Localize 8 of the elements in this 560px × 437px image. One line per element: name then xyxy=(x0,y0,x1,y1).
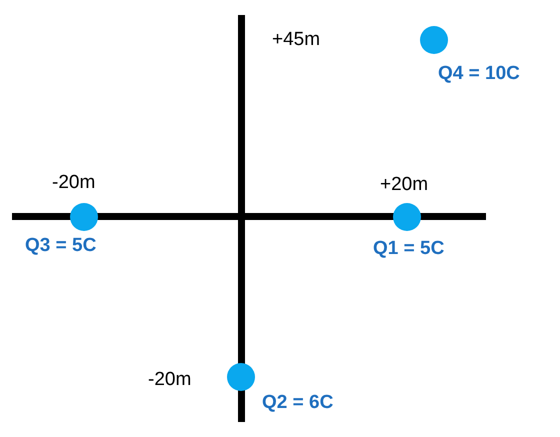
charge-label: Q1 = 5C xyxy=(373,238,444,260)
charge-label: Q4 = 10C xyxy=(438,63,520,85)
distance-label: +20m xyxy=(380,174,428,196)
charge-label: Q2 = 6C xyxy=(262,392,334,414)
charge-label: Q3 = 5C xyxy=(25,235,96,257)
distance-label: -20m xyxy=(148,369,192,391)
distance-label: +45m xyxy=(272,29,320,51)
distance-label: -20m xyxy=(52,172,96,194)
